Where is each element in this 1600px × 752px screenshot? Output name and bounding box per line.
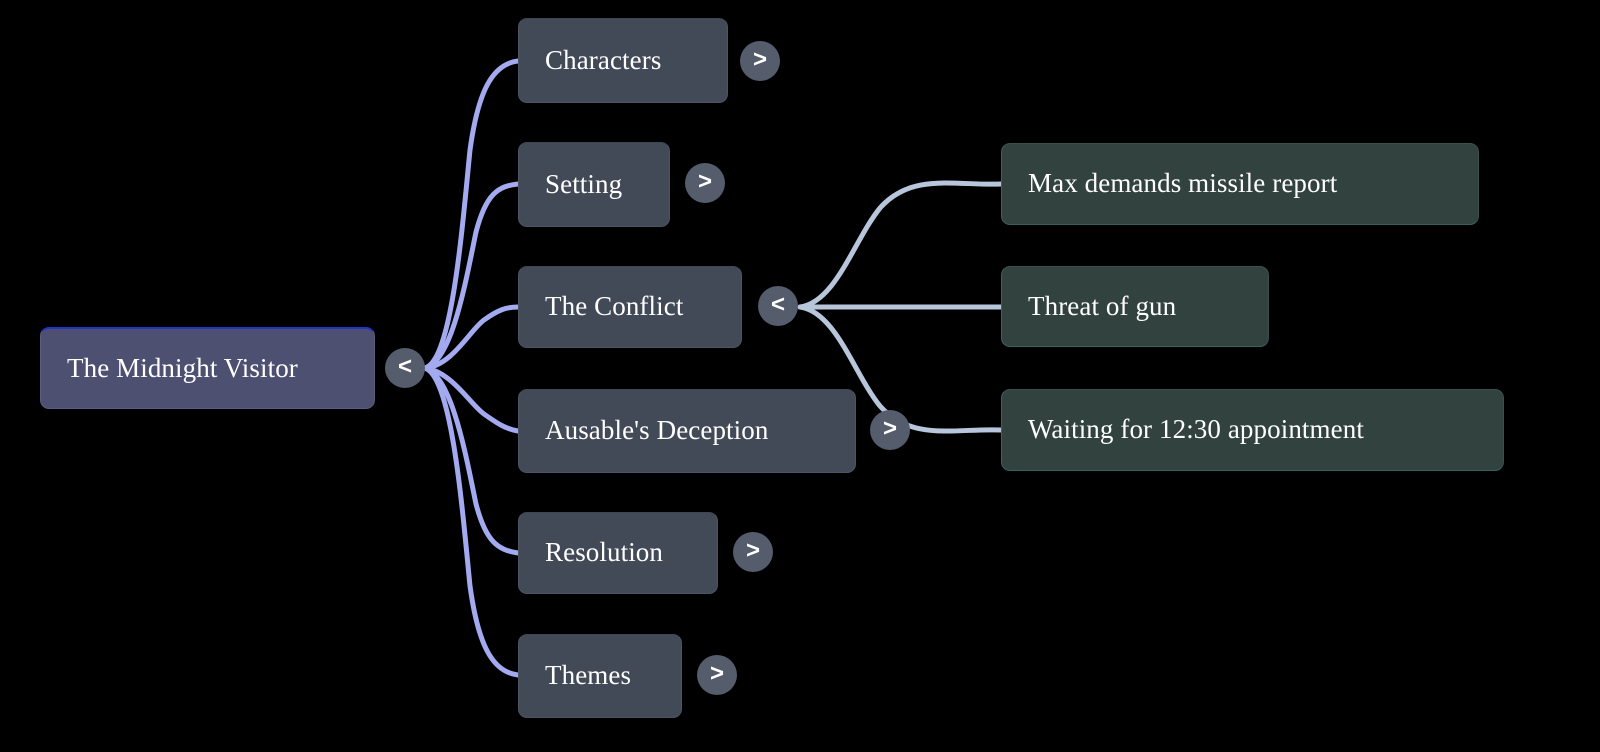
toggle-branch[interactable]: > bbox=[733, 532, 773, 572]
toggle-branch[interactable]: > bbox=[685, 163, 725, 203]
node-leaf[interactable]: Threat of gun bbox=[1001, 266, 1269, 347]
node-branch-label: The Conflict bbox=[545, 291, 684, 322]
node-branch[interactable]: Resolution bbox=[518, 512, 718, 594]
chevron-right-icon: > bbox=[697, 168, 712, 195]
chevron-right-icon: > bbox=[709, 660, 724, 687]
node-leaf-label: Waiting for 12:30 appointment bbox=[1028, 414, 1364, 445]
node-leaf-label: Threat of gun bbox=[1028, 290, 1177, 321]
chevron-right-icon: > bbox=[745, 537, 760, 564]
node-branch-label: Characters bbox=[545, 44, 662, 75]
chevron-right-icon: > bbox=[882, 415, 897, 442]
node-branch[interactable]: Characters bbox=[518, 18, 728, 103]
node-branch[interactable]: The Conflict bbox=[518, 266, 742, 348]
node-branch-label: Ausable's Deception bbox=[545, 415, 769, 446]
chevron-left-icon: < bbox=[397, 353, 412, 380]
edge-root-to-branch bbox=[422, 365, 521, 678]
toggle-branch[interactable]: > bbox=[697, 655, 737, 695]
node-leaf-label: Max demands missile report bbox=[1028, 168, 1338, 199]
edge-root-to-branch bbox=[422, 365, 521, 434]
edge-root-to-branch bbox=[422, 58, 521, 371]
node-root-label: The Midnight Visitor bbox=[67, 352, 298, 383]
toggle-root[interactable]: < bbox=[385, 348, 425, 388]
chevron-right-icon: > bbox=[752, 46, 767, 73]
toggle-branch[interactable]: < bbox=[758, 286, 798, 326]
toggle-branch[interactable]: > bbox=[870, 410, 910, 450]
node-branch-label: Themes bbox=[545, 660, 632, 691]
edge-root-to-branch bbox=[422, 181, 521, 371]
node-branch[interactable]: Themes bbox=[518, 634, 682, 718]
node-leaf[interactable]: Waiting for 12:30 appointment bbox=[1001, 389, 1504, 471]
node-root[interactable]: The Midnight Visitor bbox=[40, 327, 375, 409]
node-branch-label: Resolution bbox=[545, 537, 664, 568]
edge-root-to-branch bbox=[422, 304, 521, 371]
edge-branch-to-leaf bbox=[797, 180, 1004, 310]
edge-root-to-branch bbox=[422, 365, 521, 556]
node-branch[interactable]: Setting bbox=[518, 142, 670, 227]
node-branch-label: Setting bbox=[545, 168, 623, 199]
node-leaf[interactable]: Max demands missile report bbox=[1001, 143, 1479, 225]
toggle-branch[interactable]: > bbox=[740, 41, 780, 81]
chevron-left-icon: < bbox=[770, 291, 785, 318]
node-branch[interactable]: Ausable's Deception bbox=[518, 389, 856, 473]
